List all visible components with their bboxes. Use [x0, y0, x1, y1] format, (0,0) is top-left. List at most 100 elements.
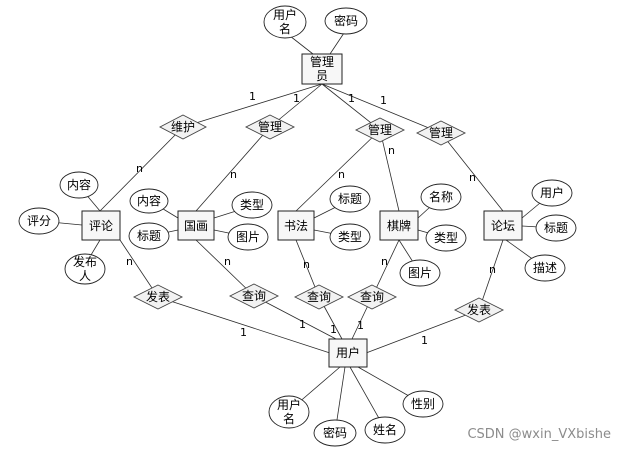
relationship-manage: 管理: [354, 117, 406, 143]
cardinality-label: 1: [380, 94, 387, 107]
entity-label: 管理: [310, 54, 334, 69]
relationship-label: 查询: [242, 289, 266, 303]
cardinality-label: n: [469, 171, 476, 184]
attribute-label: 类型: [240, 198, 264, 212]
attribute-label: 用户: [540, 185, 564, 200]
attribute-user-gender: 性别: [402, 390, 444, 418]
relationship-label: 发表: [467, 302, 491, 317]
relationship-maintain: 维护: [159, 114, 207, 140]
entity-painting: 国画: [177, 210, 215, 241]
entity-label: 棋牌: [387, 219, 411, 233]
entity-label: 员: [316, 69, 328, 83]
relationship-label: 管理: [258, 119, 282, 134]
attribute-painting-title: 标题: [128, 222, 170, 250]
attribute-user-username: 用户 名: [268, 395, 310, 429]
cardinality-label: n: [489, 263, 496, 276]
attribute-label: 名称: [429, 189, 453, 204]
attribute-label: 发布: [73, 254, 97, 269]
entity-label: 论坛: [491, 219, 515, 233]
attribute-chess-name: 名称: [420, 183, 462, 211]
attribute-admin-username: 用户 名: [263, 5, 307, 39]
attribute-label: 名: [279, 21, 291, 36]
attribute-comment-content: 内容: [59, 171, 99, 199]
attribute-label: 标题: [338, 192, 362, 206]
cardinality-label: n: [136, 162, 143, 175]
entity-chess: 棋牌: [379, 210, 419, 241]
attribute-label: 类型: [338, 230, 362, 244]
cardinality-label: 1: [421, 334, 428, 347]
cardinality-label: 1: [299, 318, 306, 331]
attribute-label: 名: [283, 411, 295, 426]
relationship-manage: 管理: [244, 114, 296, 140]
entity-rectangles: 管理 员 评论 国画 书法 棋牌 论坛 用户: [81, 53, 523, 368]
cardinality-label: n: [381, 255, 388, 268]
attribute-calligraphy-type: 类型: [329, 223, 371, 251]
attribute-forum-user: 用户: [531, 179, 573, 207]
relationship-label: 查询: [360, 290, 384, 304]
relationship-label: 查询: [307, 290, 331, 304]
entity-admin: 管理 员: [301, 53, 343, 85]
attribute-comment-score: 评分: [18, 207, 60, 235]
relationship-label: 维护: [171, 120, 195, 134]
attribute-label: 描述: [533, 261, 557, 275]
attribute-user-password: 密码: [313, 419, 357, 447]
relationship-label: 管理: [368, 122, 392, 137]
attribute-chess-type: 类型: [425, 224, 467, 252]
entity-forum: 论坛: [483, 210, 523, 241]
cardinality-label: n: [224, 255, 231, 268]
relationship-publish: 发表: [453, 297, 505, 323]
attribute-admin-password: 密码: [324, 7, 368, 35]
attribute-painting-image: 图片: [227, 223, 269, 251]
entity-label: 国画: [184, 219, 208, 233]
entity-label: 用户: [336, 345, 360, 360]
attribute-label: 内容: [137, 193, 161, 208]
attribute-comment-publisher: 发布 人: [64, 253, 106, 285]
cardinality-label: n: [303, 258, 310, 271]
entity-user: 用户: [328, 338, 368, 368]
attribute-painting-type: 类型: [231, 191, 273, 219]
relationship-label: 发表: [146, 289, 170, 304]
attribute-label: 密码: [323, 425, 347, 440]
attribute-ellipses: 用户 名 密码 内容 评分 发布 人 内容 标题: [18, 5, 577, 447]
entity-label: 评论: [89, 219, 113, 233]
attribute-label: 密码: [334, 13, 358, 28]
attribute-calligraphy-title: 标题: [329, 185, 371, 213]
attribute-forum-title: 标题: [535, 214, 577, 242]
relationship-label: 管理: [429, 125, 453, 140]
cardinality-label: 1: [357, 319, 364, 332]
attribute-label: 人: [79, 269, 91, 283]
relationship-publish: 发表: [132, 284, 184, 310]
entity-calligraphy: 书法: [277, 210, 315, 241]
attribute-label: 标题: [544, 221, 568, 235]
attribute-label: 类型: [434, 231, 458, 245]
attribute-user-name: 姓名: [364, 416, 406, 444]
cardinality-label: 1: [330, 323, 337, 336]
attribute-label: 评分: [27, 214, 51, 228]
entity-comment: 评论: [81, 210, 121, 241]
relationship-query: 查询: [346, 284, 398, 310]
relationship-query: 查询: [228, 283, 280, 309]
cardinality-label: n: [230, 168, 237, 181]
attribute-label: 性别: [411, 397, 435, 411]
attribute-painting-content: 内容: [129, 188, 169, 214]
attribute-label: 姓名: [373, 422, 397, 437]
attribute-label: 用户: [277, 397, 301, 412]
relationship-manage: 管理: [415, 120, 467, 146]
attribute-label: 用户: [273, 7, 297, 22]
cardinality-label: 1: [249, 90, 256, 103]
watermark: CSDN @wxin_VXbishe: [467, 427, 611, 442]
attribute-label: 图片: [408, 266, 432, 280]
cardinality-label: n: [126, 255, 133, 268]
cardinality-label: n: [388, 144, 395, 157]
entity-label: 书法: [284, 219, 308, 233]
attribute-label: 内容: [67, 177, 91, 192]
cardinality-label: n: [338, 168, 345, 181]
relationship-diamonds: 维护 管理 管理 管理 发表 查询 查询 查询: [132, 114, 505, 323]
cardinality-label: 1: [348, 92, 355, 105]
cardinality-label: 1: [293, 92, 300, 105]
attribute-forum-desc: 描述: [524, 254, 566, 282]
cardinality-labels: 1 1 1 1 n n n n n n n n n n 1 1 1 1 1: [126, 90, 496, 347]
cardinality-label: 1: [240, 326, 247, 339]
attribute-label: 标题: [137, 229, 161, 243]
